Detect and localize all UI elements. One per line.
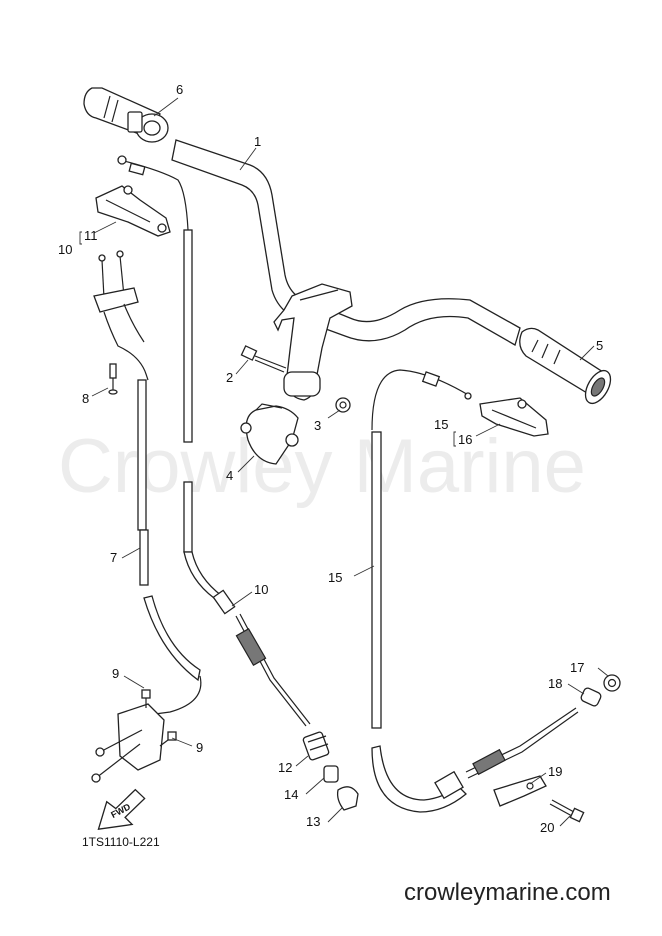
right-grip <box>519 327 612 405</box>
bolt-2 <box>240 345 287 373</box>
leader-lines <box>79 97 609 827</box>
callout-15-lower: 15 <box>328 570 342 585</box>
lower-clamp-4 <box>240 403 299 465</box>
callout-13: 13 <box>306 814 320 829</box>
callout-8: 8 <box>82 391 89 406</box>
lever-16 <box>479 397 549 437</box>
callout-4: 4 <box>226 468 233 483</box>
callouts: 1 2 3 4 5 6 7 8 9 9 10 10 11 12 13 14 15… <box>58 82 603 835</box>
bracket-19 <box>493 775 547 807</box>
callout-1: 1 <box>254 134 261 149</box>
nut-3 <box>335 397 351 413</box>
callout-10-upper: 10 <box>58 242 72 257</box>
callout-14: 14 <box>284 787 298 802</box>
throttle-lever-11 <box>95 185 171 237</box>
callout-11: 11 <box>84 228 98 243</box>
lower-bracket <box>91 689 177 783</box>
callout-6: 6 <box>176 82 183 97</box>
cable-10 <box>117 155 311 727</box>
callout-12: 12 <box>278 760 292 775</box>
website-label: crowleymarine.com <box>404 879 611 906</box>
callout-19: 19 <box>548 764 562 779</box>
left-grip <box>83 87 169 143</box>
cable-15 <box>371 369 579 813</box>
callout-15-upper: 15 <box>434 417 448 432</box>
handlebar <box>171 139 521 346</box>
boot-13 <box>336 786 359 811</box>
nut-17 <box>603 674 621 692</box>
collar-18 <box>580 687 602 707</box>
callout-7: 7 <box>110 550 117 565</box>
callout-9-upper: 9 <box>112 666 119 681</box>
nut-14 <box>323 765 339 783</box>
callout-2: 2 <box>226 370 233 385</box>
handlebar-clamp <box>273 283 353 401</box>
adjuster-12 <box>302 731 330 761</box>
callout-9-lower: 9 <box>196 740 203 755</box>
callout-5: 5 <box>596 338 603 353</box>
fwd-arrow-icon: FWD <box>97 788 146 830</box>
watermark-text: Crowley Marine <box>58 424 586 509</box>
callout-10-lower: 10 <box>254 582 268 597</box>
bolt-8 <box>108 363 118 395</box>
callout-17: 17 <box>570 660 584 675</box>
callout-16: 16 <box>458 432 472 447</box>
drawing-code: 1TS1110-L221 <box>82 835 160 849</box>
callout-18: 18 <box>548 676 562 691</box>
callout-20: 20 <box>540 820 554 835</box>
cable-7 <box>93 250 202 717</box>
callout-3: 3 <box>314 418 321 433</box>
bolt-20 <box>549 799 585 823</box>
